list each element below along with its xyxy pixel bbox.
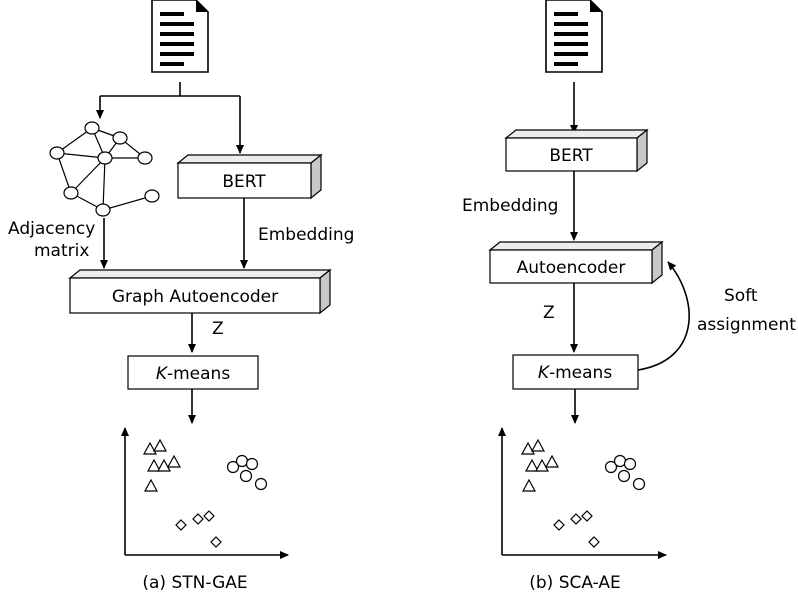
kmeans-label: K-means: [156, 364, 231, 384]
bert-label: BERT: [549, 146, 593, 166]
cluster-scatter-plot: [121, 427, 289, 559]
bert-box: BERT: [176, 153, 323, 200]
graph-autoencoder-box: Graph Autoencoder: [68, 268, 332, 315]
soft-label: Soft: [724, 286, 758, 306]
diamond-cluster: [175, 510, 222, 548]
circle-cluster: [604, 454, 646, 491]
cluster-scatter-plot: [498, 427, 667, 559]
bert-box: BERT: [504, 128, 649, 173]
triangle-cluster: [142, 438, 182, 492]
autoencoder-box: Autoencoder: [488, 240, 664, 285]
circle-cluster: [226, 454, 268, 491]
kmeans-label: K-means: [538, 363, 613, 383]
stn-gae-panel: BERT Adjacency matrix Embedding Graph Au…: [8, 0, 354, 593]
caption-b: (b) SCA-AE: [529, 573, 621, 593]
graph-network-icon: [49, 121, 160, 217]
diamond-cluster: [553, 510, 600, 548]
sca-ae-panel: BERT Embedding Autoencoder Z K-means Sof…: [462, 0, 796, 593]
embedding-label: Embedding: [258, 225, 354, 245]
triangle-cluster: [520, 438, 560, 492]
assignment-label: assignment: [697, 315, 796, 335]
graph-autoencoder-label: Graph Autoencoder: [112, 287, 278, 307]
matrix-label: matrix: [34, 241, 89, 261]
kmeans-box: K-means: [512, 354, 639, 390]
caption-a: (a) STN-GAE: [142, 573, 247, 593]
adjacency-label: Adjacency: [8, 219, 95, 239]
z-label: Z: [543, 303, 555, 323]
autoencoder-label: Autoencoder: [517, 258, 626, 278]
document-icon: [151, 0, 209, 73]
document-icon: [545, 0, 603, 73]
embedding-label: Embedding: [462, 196, 558, 216]
kmeans-box: K-means: [127, 355, 259, 390]
bert-label: BERT: [222, 172, 266, 192]
z-label: Z: [212, 319, 224, 339]
soft-assignment-arrow: [637, 261, 690, 371]
